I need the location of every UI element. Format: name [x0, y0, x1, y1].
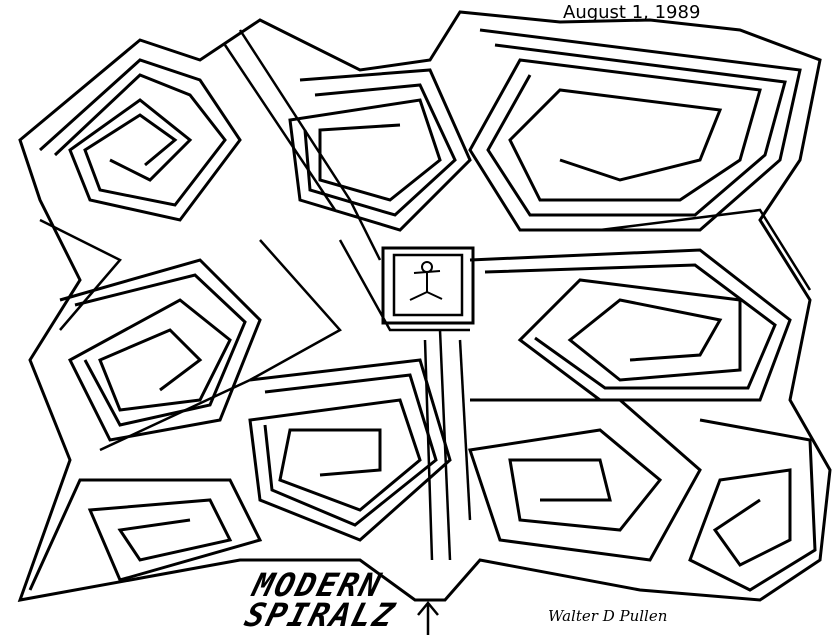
spiral-bottom-right: [468, 398, 817, 592]
title-line-2: SPIRALZ: [240, 596, 400, 634]
spiral-top-right: [468, 28, 802, 232]
spiral-top-center: [288, 68, 472, 232]
up-arrow-icon: [417, 601, 439, 635]
spiral-right-middle: [469, 248, 792, 402]
goal-box: [392, 253, 464, 317]
spiral-bottom-left: [28, 478, 263, 591]
spiral-left-middle: [59, 258, 262, 442]
spiral-center-bottom: [248, 358, 452, 542]
maze-date: August 1, 1989: [563, 2, 701, 23]
maze-corridors: [39, 29, 812, 561]
goal-box-outer: [381, 246, 475, 325]
maze-outer-wall: [17, 10, 832, 602]
maze-title: MODERN SPIRALZ: [240, 566, 407, 634]
author-signature: Walter D Pullen: [548, 607, 668, 625]
stick-figure-icon: [409, 261, 443, 301]
spiral-top-left: [38, 58, 242, 222]
